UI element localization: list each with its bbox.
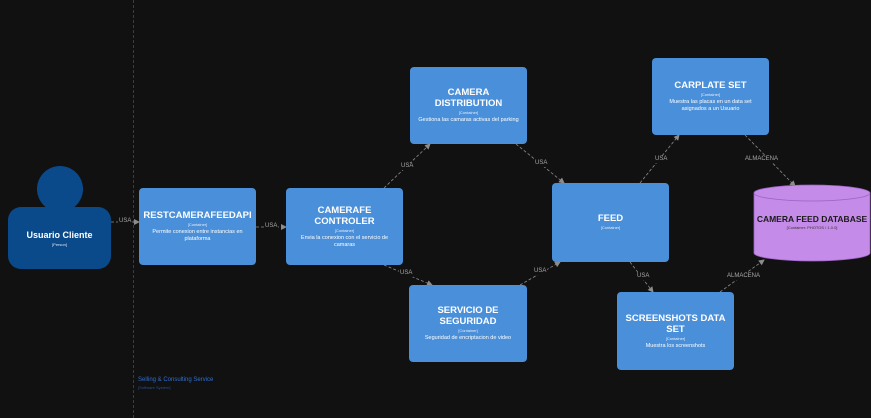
container-description: Gestiona las camaras activas del parking [418, 117, 519, 123]
container-screenshots-data-set[interactable]: SCREENSHOTS DATA SET [Container] Muestra… [617, 292, 734, 370]
container-camera-distribution[interactable]: CAMERA DISTRIBUTION [Container] Gestiona… [410, 67, 527, 144]
container-description: Permite conexion entre instancias en pla… [152, 229, 243, 242]
container-tag: [Container] [334, 227, 355, 233]
database-cylinder-icon [753, 184, 871, 262]
edge-label-user-rest: USA [118, 218, 133, 225]
container-title: FEED [597, 213, 624, 224]
container-title: CAMERA DISTRIBUTION [434, 87, 503, 109]
container-title: SCREENSHOTS DATA SET [625, 312, 726, 335]
container-tag: [Container] [458, 328, 478, 333]
edge-label-camerafe-seguridad: USA [399, 270, 414, 277]
container-carplate-set[interactable]: CARPLATE SET [Container] Muestra las pla… [652, 58, 769, 135]
person-title: Usuario Cliente [26, 229, 93, 240]
container-description: Muestra las placas en un data set asigna… [669, 99, 752, 112]
container-restcamerafeedapi[interactable]: RESTCAMERAFEEDAPI [Container] Permite co… [139, 188, 256, 265]
edge-label-camerafe-distribution: USA [400, 163, 415, 170]
container-description: Muestra los screenshots [645, 342, 706, 349]
container-tag: [Container] [458, 110, 479, 115]
container-title: CARPLATE SET [674, 80, 747, 91]
edge-label-rest-camerafe: USA [264, 223, 279, 230]
container-description: Seguridad de encriptacion de video [424, 335, 512, 341]
container-camerafe-controler[interactable]: CAMERAFE CONTROLER [Container] Envia la … [286, 188, 403, 265]
container-tag: [Container] [600, 225, 621, 230]
system-boundary-name: Selling & Consulting Service [138, 377, 214, 383]
container-feed[interactable]: FEED [Container] [552, 183, 669, 262]
container-tag: [Container] [700, 92, 721, 97]
person-head-icon [37, 166, 83, 212]
container-servicio-de-seguridad[interactable]: SERVICIO DE SEGURIDAD [Container] Seguri… [409, 285, 527, 362]
edge-label-seguridad-feed: USA [533, 268, 548, 275]
container-title: CAMERAFE CONTROLER [314, 204, 375, 227]
edge-label-feed-carplate: USA [654, 156, 669, 163]
database-tag: [Container: PHOTOS / 1.0.0] [786, 225, 838, 230]
container-title: RESTCAMERAFEEDAPI [143, 210, 252, 221]
container-title: SERVICIO DE SEGURIDAD [437, 305, 499, 327]
edge-label-feed-screenshots: USA [636, 273, 651, 280]
container-tag: [Container] [187, 222, 208, 227]
edge-label-carplate-db: ALMACENA [744, 156, 780, 163]
system-boundary-line [133, 0, 134, 418]
database-title: CAMERA FEED DATABASE [756, 214, 868, 224]
person-tag: [Person] [52, 241, 67, 247]
database-camera-feed[interactable]: CAMERA FEED DATABASE [Container: PHOTOS … [753, 184, 871, 262]
person-usuario-cliente[interactable]: Usuario Cliente [Person] [8, 207, 111, 269]
edge-label-distribution-feed: USA [534, 160, 549, 167]
edge-feed-screenshots [629, 261, 654, 293]
system-boundary-type: [Software System] [138, 385, 171, 390]
container-tag: [Container] [665, 335, 686, 341]
edge-seguridad-feed [519, 261, 561, 286]
system-boundary-label: Selling & Consulting Service [Software S… [138, 377, 213, 391]
container-description: Envia la conexion con el servicio de cam… [300, 234, 389, 248]
edge-label-screenshots-db: ALMACENA [726, 273, 762, 280]
